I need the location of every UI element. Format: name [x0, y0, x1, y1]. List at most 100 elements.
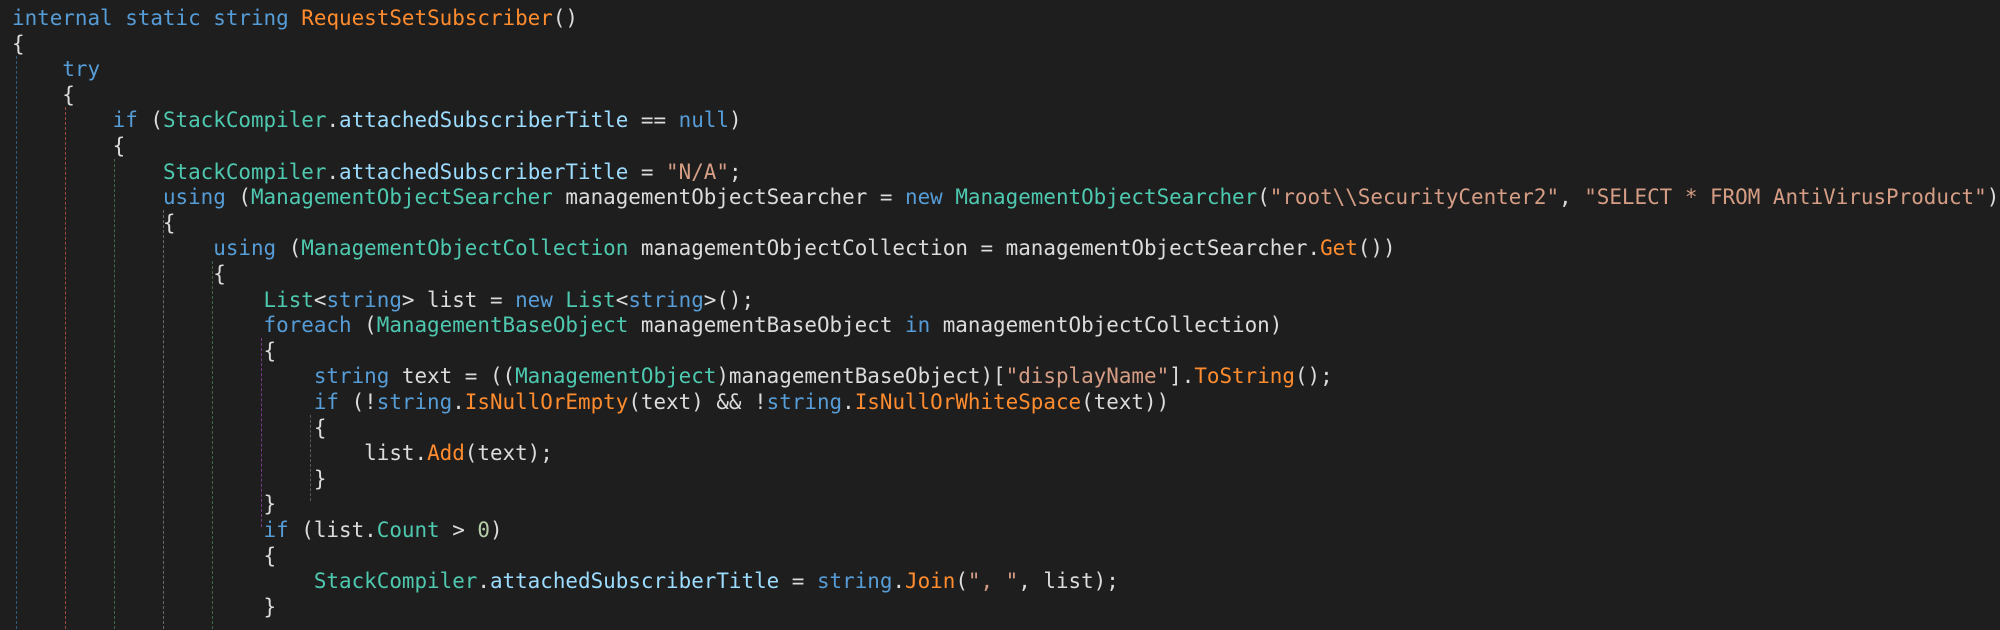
code-token: new [905, 185, 943, 210]
code-token: { [12, 415, 327, 440]
code-line[interactable]: List<string> list = new List<string>(); [12, 287, 755, 313]
code-token: managementBaseObject [628, 313, 905, 338]
code-token: . [326, 108, 340, 133]
indent-guide [310, 414, 311, 502]
code-line[interactable]: { [12, 543, 277, 569]
code-line[interactable]: using (ManagementObjectCollection manage… [12, 235, 1396, 261]
code-token: internal [12, 6, 113, 30]
code-line[interactable]: StackCompiler.attachedSubscriberTitle = … [12, 568, 1119, 594]
code-token: string [628, 287, 704, 312]
code-token: managementObjectCollection) [930, 313, 1283, 338]
code-token [12, 518, 264, 542]
code-token: StackCompiler [162, 159, 327, 184]
code-line[interactable]: } [12, 594, 277, 620]
code-token: ) [728, 108, 742, 133]
code-line[interactable]: { [12, 133, 126, 159]
code-line[interactable]: foreach (ManagementBaseObject management… [12, 312, 1283, 338]
code-token: (text); [464, 441, 553, 466]
code-line[interactable]: list.Add(text); [12, 440, 553, 466]
code-token: } [12, 594, 277, 619]
code-token: , list); [1018, 569, 1119, 594]
code-token: ( [351, 313, 377, 338]
code-token: string [376, 390, 453, 414]
code-token: ()) [1357, 236, 1396, 261]
code-token: "SELECT * FROM AntiVirusProduct" [1584, 185, 1987, 210]
code-token [113, 6, 126, 30]
code-token: < [615, 287, 629, 312]
code-token [12, 569, 314, 593]
indent-guide [16, 56, 17, 630]
code-token: List [565, 287, 616, 312]
code-token: managementObjectSearcher = [552, 185, 906, 210]
code-token: ManagementObjectSearcher [955, 185, 1258, 210]
code-line[interactable]: try [12, 56, 100, 82]
code-token: new [515, 287, 553, 312]
code-token: < [313, 287, 327, 312]
code-token: attachedSubscriberTitle [489, 569, 780, 594]
code-token [12, 390, 314, 414]
code-line[interactable]: if (!string.IsNullOrEmpty(text) && !stri… [12, 389, 1169, 415]
code-token: managementObjectCollection = managementO… [628, 236, 1321, 261]
code-line[interactable]: string text = ((ManagementObject)managem… [12, 363, 1333, 389]
code-token: 0 [477, 518, 490, 542]
code-token: ManagementObjectSearcher [250, 185, 553, 210]
code-token: Get [1320, 236, 1358, 261]
code-token [943, 185, 956, 209]
code-token: ", " [967, 569, 1019, 594]
code-line[interactable]: { [12, 210, 176, 236]
code-token: > list = [401, 287, 516, 312]
code-line[interactable]: if (list.Count > 0) [12, 517, 503, 543]
code-token: , [1559, 185, 1585, 210]
indent-guide [65, 107, 66, 630]
code-token: ToString [1194, 364, 1295, 389]
code-token: . [326, 159, 340, 184]
code-token: Add [427, 441, 465, 466]
code-token: ManagementObjectCollection [301, 236, 629, 261]
code-token [12, 57, 62, 81]
code-token [201, 6, 214, 30]
code-line[interactable]: } [12, 466, 327, 492]
code-token: foreach [263, 313, 352, 338]
code-token: attachedSubscriberTitle [339, 159, 629, 184]
code-line[interactable]: } [12, 491, 277, 517]
code-line[interactable]: using (ManagementObjectSearcher manageme… [12, 184, 2000, 210]
indent-guide [163, 209, 164, 630]
code-token: ( [137, 108, 163, 133]
code-token: string [766, 390, 843, 414]
code-token: in [905, 313, 931, 338]
code-line[interactable]: { [12, 261, 226, 287]
code-token: try [62, 57, 101, 82]
code-line[interactable]: { [12, 415, 327, 441]
code-token: { [12, 262, 226, 286]
code-token: (text) && ! [628, 390, 767, 414]
code-token [12, 364, 314, 388]
code-token: (list. [288, 518, 377, 542]
code-token: > [439, 518, 478, 542]
code-token: if [263, 518, 289, 542]
code-token: ( [1257, 185, 1270, 210]
code-token: )) [1986, 185, 2000, 210]
code-token: string [313, 364, 390, 389]
code-line[interactable]: internal static string RequestSetSubscri… [12, 5, 578, 31]
code-token: )managementBaseObject)[ [716, 364, 1006, 389]
code-token: null [678, 108, 729, 133]
code-line[interactable]: { [12, 338, 277, 364]
code-token: { [12, 210, 176, 235]
code-line[interactable]: { [12, 82, 75, 108]
code-token [12, 108, 113, 132]
code-token: } [12, 492, 277, 517]
code-token: using [162, 185, 226, 210]
code-token [12, 185, 163, 209]
code-line[interactable]: if (StackCompiler.attachedSubscriberTitl… [12, 107, 742, 133]
code-token: using [213, 236, 277, 261]
code-token: . [452, 390, 465, 414]
code-token: if [313, 390, 340, 414]
code-token: } [12, 466, 327, 491]
code-line[interactable]: StackCompiler.attachedSubscriberTitle = … [12, 159, 742, 185]
code-token [12, 288, 264, 312]
indent-guide [261, 337, 262, 527]
code-token: StackCompiler [313, 569, 478, 594]
code-token [289, 6, 302, 30]
code-line[interactable]: { [12, 31, 25, 57]
